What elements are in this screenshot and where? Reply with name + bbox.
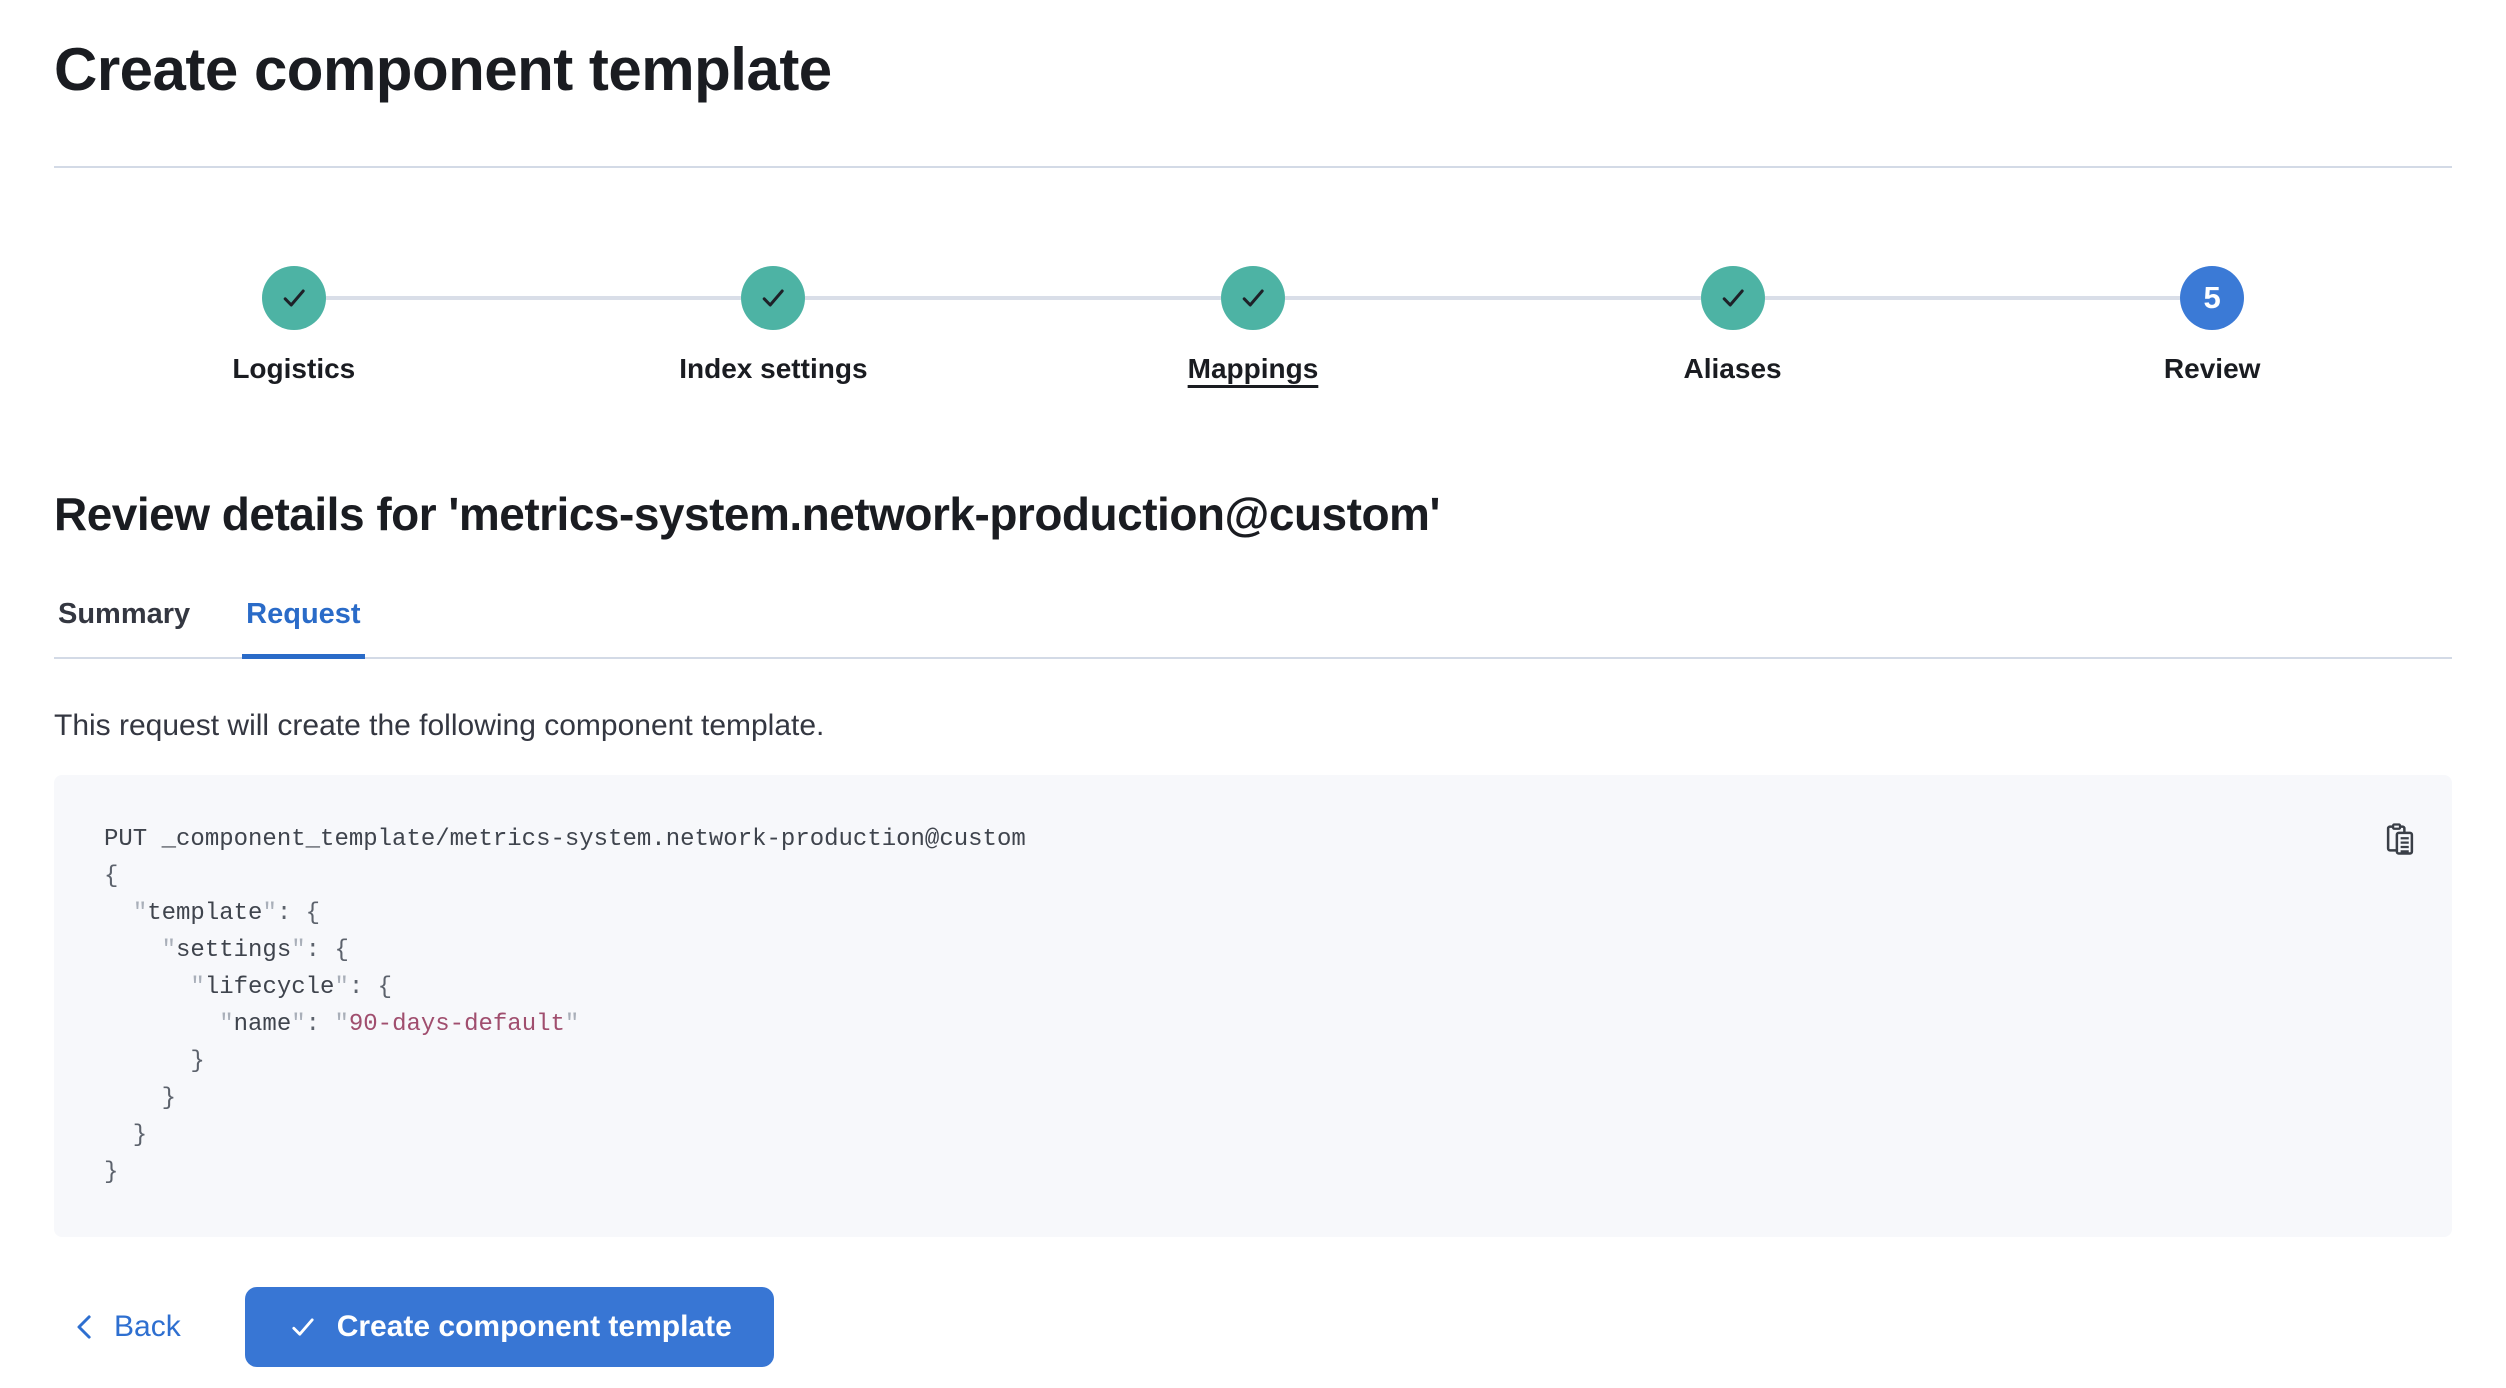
code-content: PUT _component_template/metrics-system.n… (104, 821, 2402, 1191)
code-segment: { (104, 863, 119, 890)
code-segment: } (104, 1122, 148, 1149)
check-icon (283, 289, 305, 307)
step-track (54, 266, 534, 330)
tab-request[interactable]: Request (242, 598, 366, 659)
step-label: Aliases (1683, 353, 1782, 384)
code-segment: " (161, 937, 177, 964)
code-segment: } (104, 1048, 205, 1075)
check-icon (1242, 289, 1264, 307)
step-complete-circle (741, 266, 806, 330)
code-line: PUT _component_template/metrics-system.n… (104, 821, 2402, 858)
code-line: } (104, 1117, 2402, 1154)
page-title: Create component template (54, 36, 832, 103)
step-complete-circle (1700, 266, 1765, 330)
request-description: This request will create the following c… (54, 709, 825, 742)
page-content: Create component template Logistics Inde… (0, 26, 2506, 1367)
code-line: { (104, 858, 2402, 895)
step-number: 5 (2203, 280, 2221, 315)
request-code-block: PUT _component_template/metrics-system.n… (54, 775, 2452, 1237)
copy-clipboard-icon (2386, 823, 2414, 855)
code-segment: } (104, 1085, 177, 1112)
step-track: 5 (1972, 266, 2452, 330)
step-connector (1284, 296, 1493, 300)
code-segment: : { (276, 900, 321, 927)
step-connector (1013, 296, 1221, 300)
copy-to-clipboard-button[interactable] (2378, 819, 2422, 863)
review-details-heading: Review details for 'metrics-system.netwo… (54, 488, 1440, 540)
code-segment: : { (348, 974, 393, 1001)
code-segment: " (291, 1011, 306, 1038)
code-segment (104, 937, 162, 964)
code-segment: " (334, 974, 349, 1001)
code-line: "name": "90-days-default" (104, 1006, 2402, 1043)
step-track (533, 266, 1014, 330)
code-segment: lifecycle (204, 974, 335, 1001)
code-line: } (104, 1043, 2402, 1080)
code-segment: : (305, 1011, 335, 1038)
step-label: Logistics (232, 353, 356, 384)
footer-actions: Back Create component template (54, 1287, 2452, 1367)
check-icon (763, 289, 785, 307)
code-segment: settings (176, 937, 292, 964)
code-segment (104, 1011, 219, 1038)
step-connector (325, 296, 534, 300)
create-button-label: Create component template (336, 1310, 732, 1343)
step-track (1013, 266, 1493, 330)
code-segment: : { (305, 937, 349, 964)
step-current-circle: 5 (2180, 266, 2245, 330)
code-segment: PUT _component_template/metrics-system.n… (104, 826, 1026, 853)
step-connector (1972, 296, 2181, 300)
code-segment: " (262, 900, 277, 927)
check-icon (1722, 289, 1744, 307)
code-line: } (104, 1154, 2402, 1191)
step-track (1492, 266, 1973, 330)
code-segment (104, 974, 190, 1001)
code-segment: 90-days-default (348, 1011, 565, 1038)
step-logistics[interactable]: Logistics (54, 266, 534, 386)
step-mappings[interactable]: Mappings (1013, 266, 1493, 386)
step-connector (533, 296, 742, 300)
step-complete-circle (261, 266, 326, 330)
stepper: Logistics Index settings Mappings (54, 266, 2452, 386)
step-index-settings[interactable]: Index settings (533, 266, 1014, 386)
step-aliases[interactable]: Aliases (1492, 266, 1973, 386)
code-segment: " (334, 1011, 349, 1038)
create-component-template-button[interactable]: Create component template (244, 1287, 774, 1367)
code-segment: " (291, 937, 306, 964)
title-divider (54, 166, 2452, 168)
step-connector (805, 296, 1014, 300)
step-complete-circle (1220, 266, 1285, 330)
code-segment: " (190, 974, 205, 1001)
step-label: Index settings (679, 353, 868, 384)
code-line: "settings": { (104, 932, 2402, 969)
tabs: Summary Request (54, 598, 2452, 659)
code-line: "template": { (104, 895, 2402, 932)
code-segment: name (233, 1011, 292, 1038)
back-button[interactable]: Back (70, 1310, 181, 1344)
code-line: } (104, 1080, 2402, 1117)
code-segment: " (219, 1011, 234, 1038)
step-label: Mappings (1187, 353, 1319, 384)
check-icon (292, 1318, 314, 1336)
step-label: Review (2163, 353, 2261, 384)
code-line: "lifecycle": { (104, 969, 2402, 1006)
step-review[interactable]: 5 Review (1972, 266, 2452, 386)
tab-summary[interactable]: Summary (54, 598, 194, 657)
code-segment: " (132, 900, 148, 927)
code-segment: " (564, 1011, 580, 1038)
code-segment: } (104, 1159, 119, 1186)
code-segment (104, 900, 133, 927)
chevron-left-icon (77, 1315, 91, 1339)
step-connector (1492, 296, 1701, 300)
code-segment: template (147, 900, 263, 927)
back-button-label: Back (114, 1310, 181, 1343)
step-connector (1764, 296, 1973, 300)
